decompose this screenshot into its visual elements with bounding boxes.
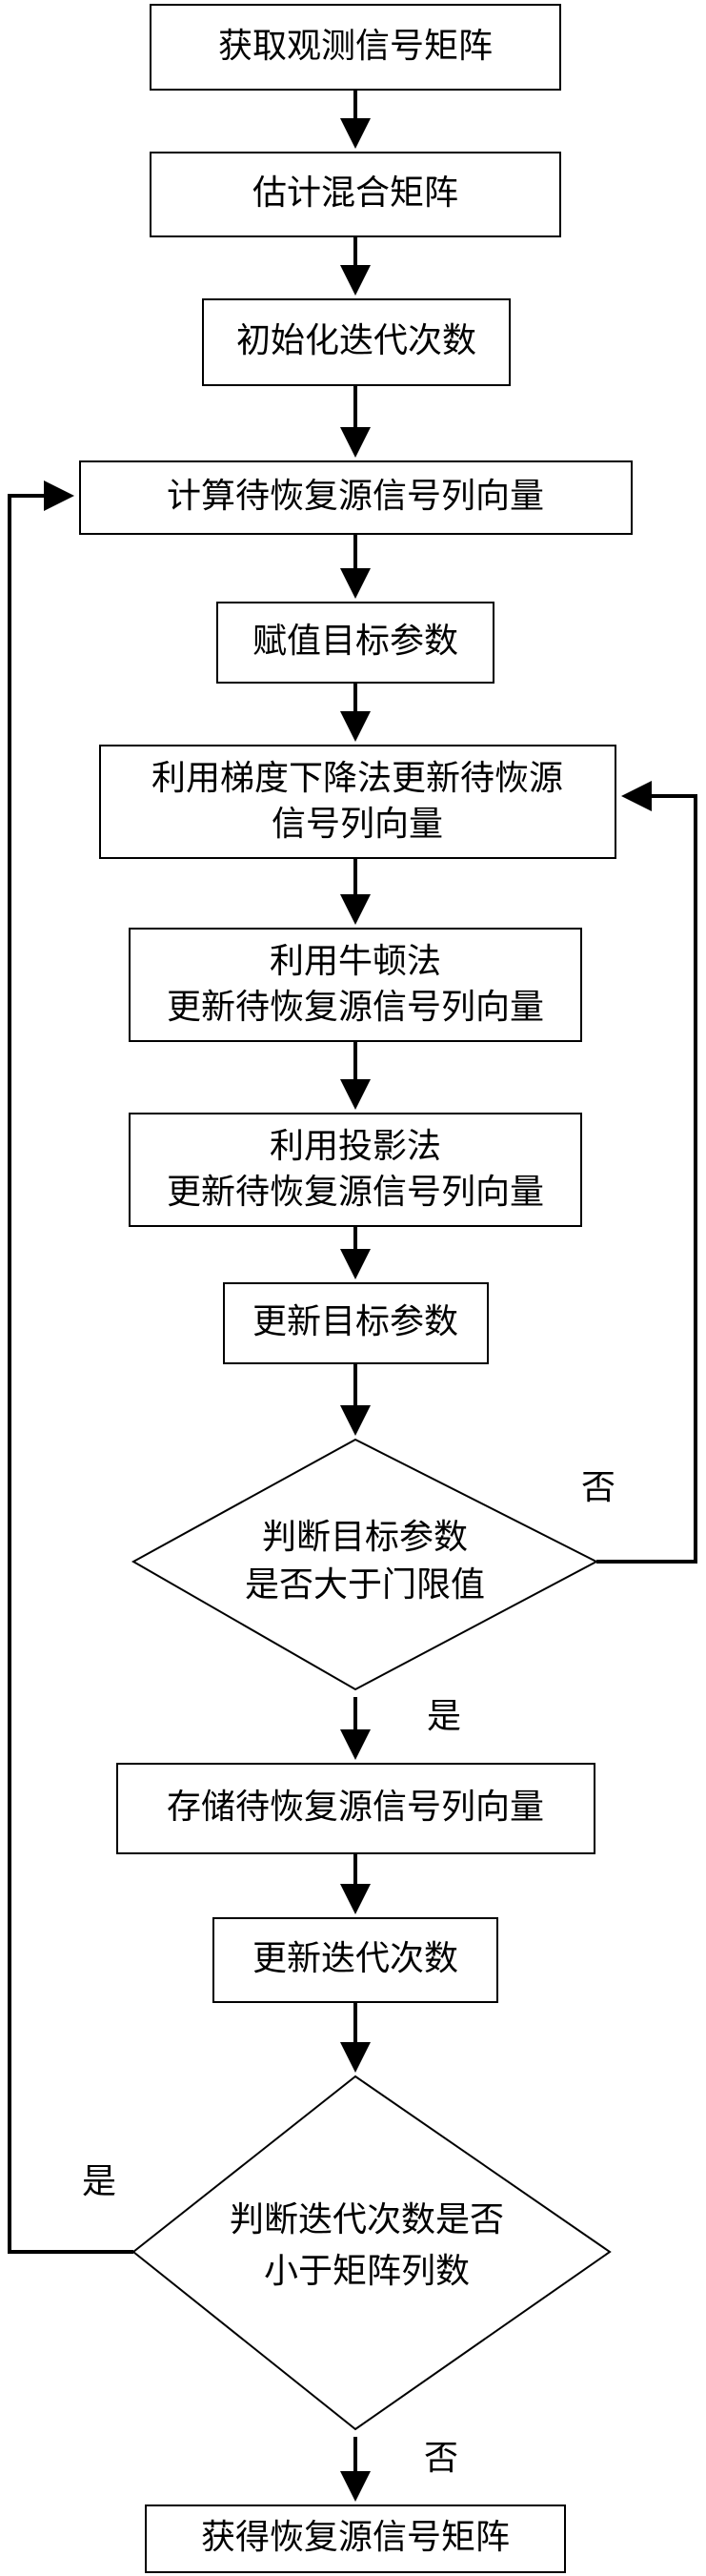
node-newton-update: 利用牛顿法 更新待恢复源信号列向量 [129, 928, 582, 1042]
node-newton-update-line-2: 更新待恢复源信号列向量 [167, 988, 544, 1027]
decision-judge-iteration-line-2: 小于矩阵列数 [264, 2252, 470, 2291]
node-init-iteration: 初始化迭代次数 [202, 298, 511, 386]
node-estimate-mixing-box [150, 152, 561, 237]
edge-label-target-no: 否 [581, 1468, 615, 1507]
node-compute-vector: 计算待恢复源信号列向量 [79, 460, 633, 535]
node-get-observation: 获取观测信号矩阵 [150, 4, 561, 91]
node-gradient-update-box [99, 745, 616, 859]
node-estimate-mixing-label: 估计混合矩阵 [252, 174, 458, 213]
decision-judge-iteration: 判断迭代次数是否 小于矩阵列数 [131, 2075, 612, 2431]
decision-judge-target: 判断目标参数 是否大于门限值 [131, 1438, 599, 1691]
node-update-target-label: 更新目标参数 [252, 1302, 458, 1341]
node-store-vector-box [116, 1763, 595, 1854]
node-get-observation-box [150, 4, 561, 91]
node-gradient-update: 利用梯度下降法更新待恢源 信号列向量 [99, 745, 616, 859]
node-compute-vector-box [79, 460, 633, 535]
decision-judge-target-line-1: 判断目标参数 [262, 1518, 468, 1557]
node-update-iteration-box [212, 1917, 498, 2003]
edge-judge-iteration-yes-loop [8, 480, 133, 2254]
node-newton-update-line-1: 利用牛顿法 [270, 942, 441, 981]
decision-judge-iteration-shape [131, 2075, 612, 2431]
node-store-vector: 存储待恢复源信号列向量 [116, 1763, 595, 1854]
edge-judge-target-no-loop [596, 781, 697, 1564]
edge-label-target-yes: 是 [427, 1697, 461, 1736]
node-estimate-mixing: 估计混合矩阵 [150, 152, 561, 237]
node-init-iteration-box [202, 298, 511, 386]
node-get-observation-label: 获取观测信号矩阵 [218, 27, 493, 66]
node-projection-update-box [129, 1113, 582, 1227]
node-assign-target-label: 赋值目标参数 [252, 622, 458, 661]
node-gradient-update-line-2: 信号列向量 [272, 805, 443, 844]
node-update-iteration: 更新迭代次数 [212, 1917, 498, 2003]
edge-label-iteration-no: 否 [424, 2439, 458, 2478]
node-projection-update: 利用投影法 更新待恢复源信号列向量 [129, 1113, 582, 1227]
node-assign-target-box [216, 602, 494, 684]
edge-label-iteration-yes: 是 [82, 2162, 116, 2201]
node-projection-update-line-2: 更新待恢复源信号列向量 [167, 1173, 544, 1212]
connectors [8, 90, 697, 2502]
decision-judge-iteration-line-1: 判断迭代次数是否 [230, 2200, 504, 2239]
node-get-result-box [145, 2504, 566, 2573]
node-get-result: 获得恢复源信号矩阵 [145, 2504, 566, 2573]
node-compute-vector-label: 计算待恢复源信号列向量 [167, 477, 544, 516]
decision-judge-target-line-2: 是否大于门限值 [245, 1565, 485, 1605]
node-update-target: 更新目标参数 [223, 1282, 489, 1364]
node-projection-update-line-1: 利用投影法 [270, 1127, 441, 1166]
node-init-iteration-label: 初始化迭代次数 [236, 321, 476, 360]
node-gradient-update-line-1: 利用梯度下降法更新待恢源 [151, 759, 563, 798]
decision-judge-target-shape [131, 1438, 599, 1691]
node-update-target-box [223, 1282, 489, 1364]
node-update-iteration-label: 更新迭代次数 [252, 1939, 458, 1978]
node-newton-update-box [129, 928, 582, 1042]
node-store-vector-label: 存储待恢复源信号列向量 [167, 1788, 544, 1827]
node-get-result-label: 获得恢复源信号矩阵 [201, 2518, 510, 2557]
node-assign-target: 赋值目标参数 [216, 602, 494, 684]
